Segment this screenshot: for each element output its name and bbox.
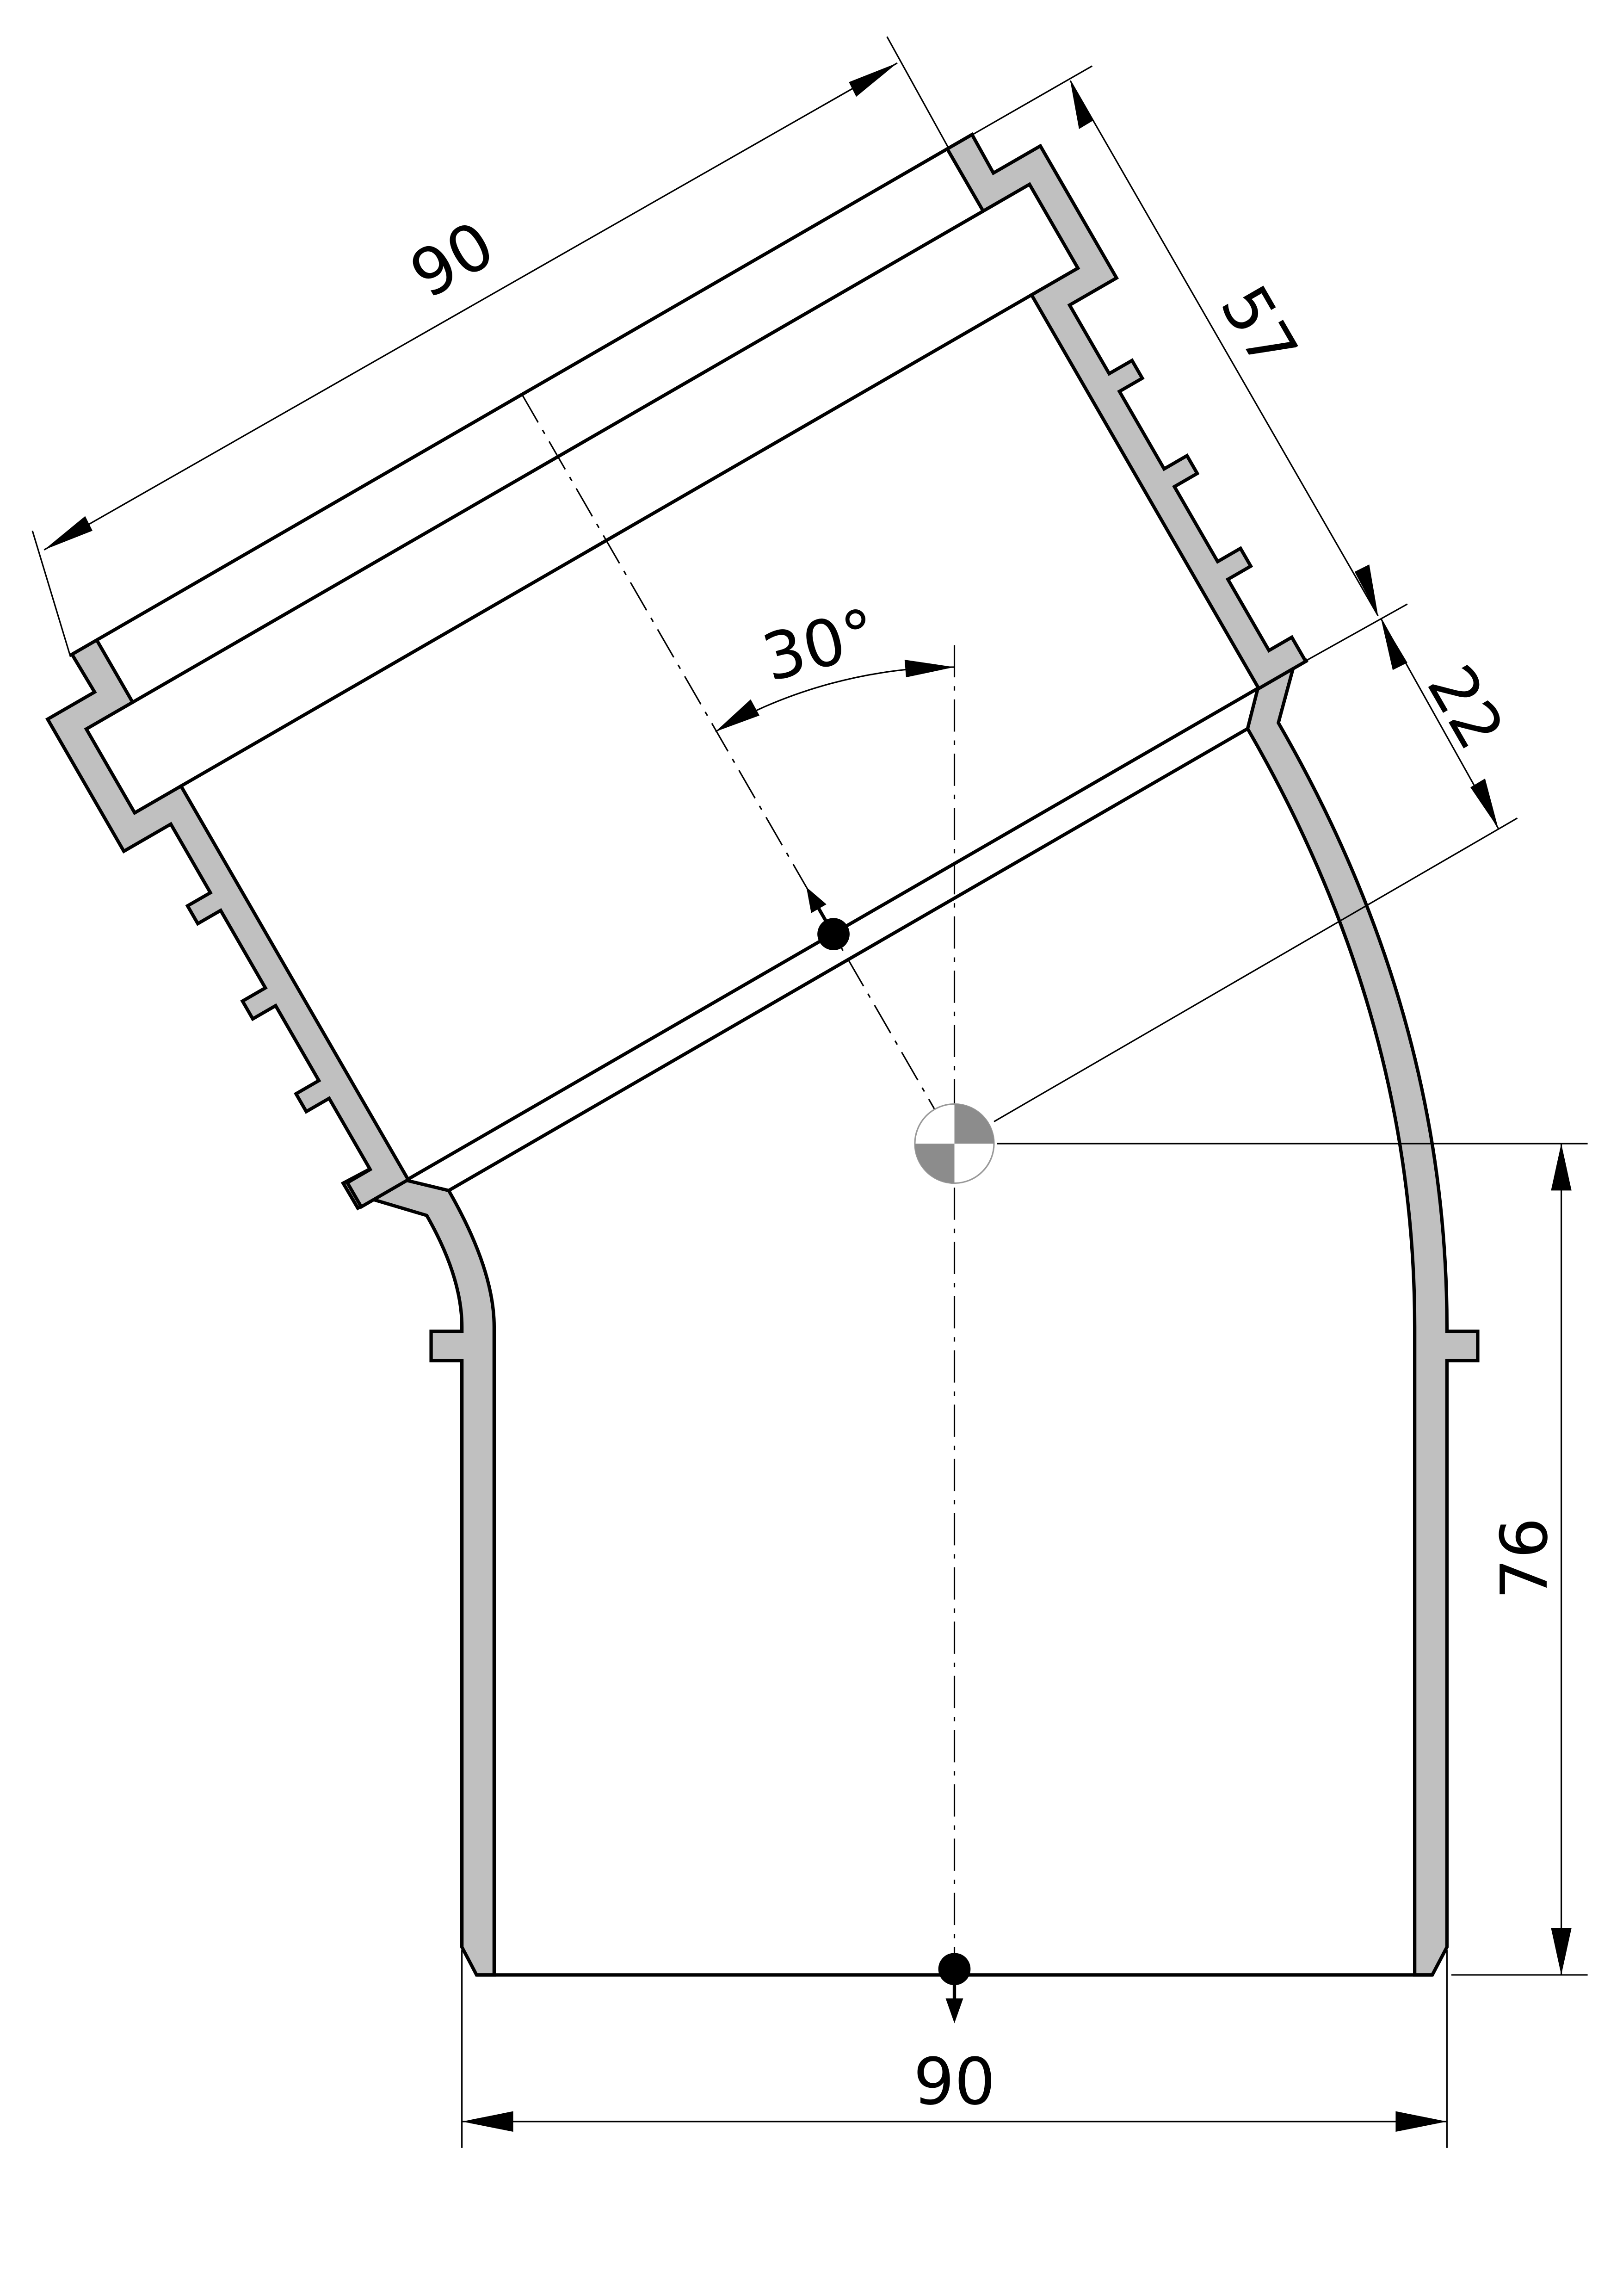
socket-left-wall xyxy=(45,637,411,1209)
socket-right-wall xyxy=(945,132,1308,691)
dim-label-bend-angle: 30° xyxy=(755,594,885,696)
socket-axis xyxy=(521,394,955,1144)
dim-label-seal-offset: 22 xyxy=(1413,653,1518,762)
flow-arrow-socket xyxy=(815,904,835,935)
dimension-pipe-diameter: 90 xyxy=(461,1950,1448,2148)
dim-label-socket-width: 90 xyxy=(398,207,507,313)
dimension-bend-angle: 30° xyxy=(715,594,955,732)
socket xyxy=(45,132,1308,1209)
dimension-socket-width: 90 xyxy=(31,36,950,657)
left-pipe-wall xyxy=(340,1168,496,1977)
dimension-spigot-length: 76 xyxy=(997,1143,1588,1976)
right-pipe-wall xyxy=(1246,658,1480,1977)
flow-arrowhead-bottom xyxy=(945,1998,963,2024)
dim-label-pipe-diameter: 90 xyxy=(913,2044,995,2119)
dim-label-socket-depth: 57 xyxy=(1206,273,1312,382)
dim-label-spigot-length: 76 xyxy=(1487,1517,1562,1599)
flow-arrowhead-socket xyxy=(806,887,827,913)
center-point-icon xyxy=(914,1103,995,1184)
